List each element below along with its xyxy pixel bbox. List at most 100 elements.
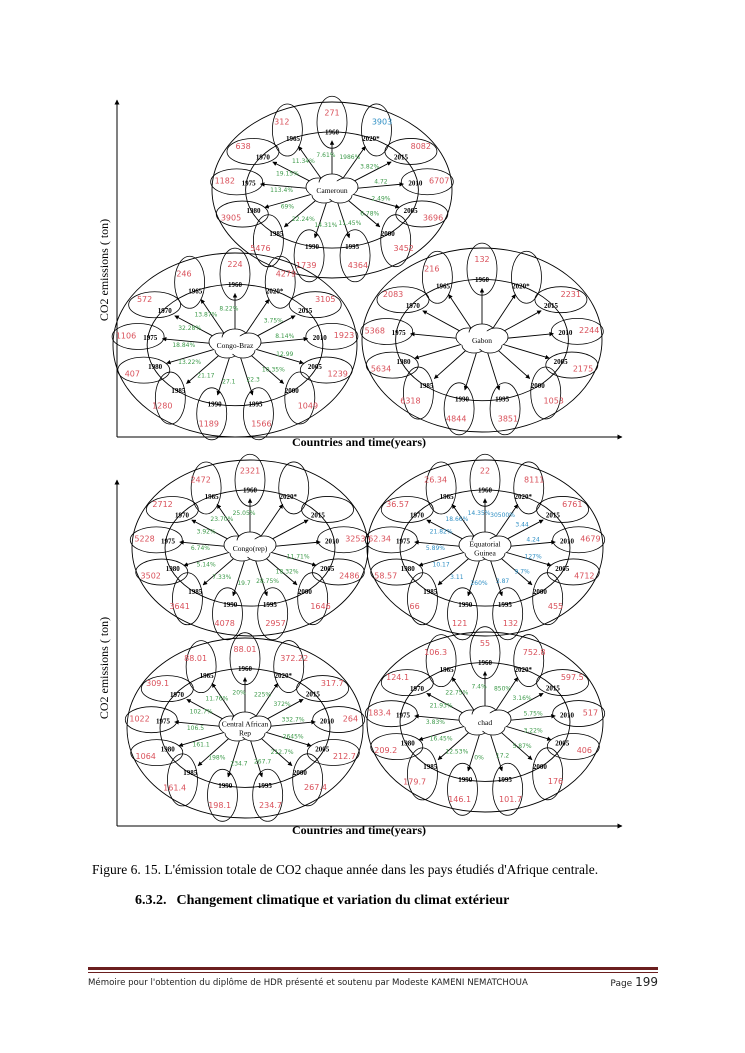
emission-value: 372.22 [280,654,308,663]
year-node-ellipse [546,733,600,760]
growth-rate: 7.4% [471,683,487,690]
x-axis-label: Countries and time(years) [292,435,426,449]
flow-arrow [349,161,392,184]
emission-value: 572 [137,295,152,304]
year-label: 1965 [440,666,455,674]
year-node-ellipse [421,250,453,304]
year-node-ellipse [243,387,274,441]
year-label: 1995 [249,400,264,408]
emission-value: 3502 [141,571,161,580]
emission-value: 4364 [348,261,368,270]
growth-rate: 32.28% [178,325,201,332]
emission-value: 1189 [199,420,219,429]
country-cluster: 19602717.61%196531211.34%197063819.15%19… [210,95,454,283]
year-label: 2005 [554,358,569,366]
year-node-ellipse [312,706,366,733]
year-label: 2015 [298,307,313,315]
flow-arrow [505,551,552,567]
growth-rate: 28.75% [256,578,279,585]
flow-arrow [239,356,254,396]
emission-value: 752.8 [523,648,546,657]
co2-emissions-diagram: CO2 emissions ( ton) Countries and time(… [97,95,623,837]
year-node-ellipse [306,739,360,766]
flow-arrow [216,503,241,538]
growth-rate: 212.7% [271,749,294,756]
year-node-ellipse [212,587,243,641]
year-label: 2015 [394,153,409,161]
year-label: 2000 [381,230,396,238]
flow-arrow [353,182,404,189]
flow-arrow [202,556,236,586]
flow-arrow [186,353,221,384]
flow-arrow [451,503,476,538]
growth-rate: 260% [470,580,487,587]
year-node-ellipse [364,526,418,554]
flow-arrow [266,720,316,727]
figure-caption: Figure 6. 15. L'émission totale de CO2 c… [92,862,599,877]
emission-value: 1739 [296,261,316,270]
year-node-ellipse [190,461,222,515]
year-label: 1995 [345,243,360,251]
year-node-ellipse [229,632,261,686]
emission-value: 1022 [129,714,149,723]
emission-value: 212.7 [333,752,356,761]
flow-arrow [506,714,556,721]
year-label: 2005 [320,565,335,573]
year-label: 2010 [408,179,423,187]
year-node-ellipse [124,706,178,734]
year-label: 2000 [533,588,548,596]
flow-arrow [499,556,533,586]
country-name: Congo-Braz [217,341,254,350]
year-label: 1970 [256,154,271,162]
emission-value: 179.7 [403,777,426,786]
country-cluster: 196088.0120%196588.0111.76%1970309.1102.… [124,632,366,822]
flow-arrow [254,682,279,718]
emission-value: 8082 [411,142,431,151]
flow-arrow [255,348,304,365]
emission-value: 132 [503,619,518,628]
flow-arrow [283,198,318,228]
flow-arrow [426,692,468,716]
year-label: 1965 [440,493,455,501]
emission-value: 4844 [446,415,466,424]
year-node-ellipse [407,572,438,626]
emission-value: 1239 [328,370,348,379]
country-cluster: 19602248.22%196524613.87%197057232.28%19… [111,247,359,441]
growth-rate: 27.1 [222,379,236,386]
year-label: 1985 [423,588,438,596]
year-node-ellipse [284,371,316,425]
growth-rate: 11.76% [205,695,228,702]
year-node-ellipse [130,739,184,767]
emission-value: 264 [343,714,358,723]
growth-rate: 22.3 [246,376,260,383]
x-axis-label: Countries and time(years) [292,823,426,837]
year-label: 1975 [156,717,171,725]
emission-value: 209.2 [374,746,397,755]
growth-rate: 6.74% [191,545,210,552]
emission-value: 1106 [116,331,136,340]
emission-value: 176 [548,777,563,786]
flow-arrow [410,331,461,340]
emission-value: 517 [583,708,598,717]
country-cluster: 1960232125.05%1965247223.70%197027123.92… [129,453,371,641]
year-label: 1970 [170,691,185,699]
growth-rate: 7.33% [212,574,231,581]
growth-rate: 14.35% [468,510,491,517]
year-label: 1975 [396,711,411,719]
growth-rate: 18.84% [172,342,195,349]
emission-value: 5228 [134,535,154,544]
growth-rate: 16.45% [430,736,453,743]
y-axis-label: CO2 emissions ( ton) [97,219,111,321]
year-node-ellipse [172,572,203,626]
emission-value: 1280 [152,402,172,411]
growth-rate: 30500% [490,512,515,519]
cluster-outer-ellipse [366,459,604,637]
year-node-ellipse [305,322,359,350]
country-name: Equatorial [469,540,500,549]
year-node-ellipse [546,558,600,586]
footer-rule [88,967,658,970]
emission-value: 2486 [339,571,359,580]
emission-value: 1064 [136,752,156,761]
year-node-ellipse [257,587,289,641]
year-node-ellipse [196,387,228,441]
